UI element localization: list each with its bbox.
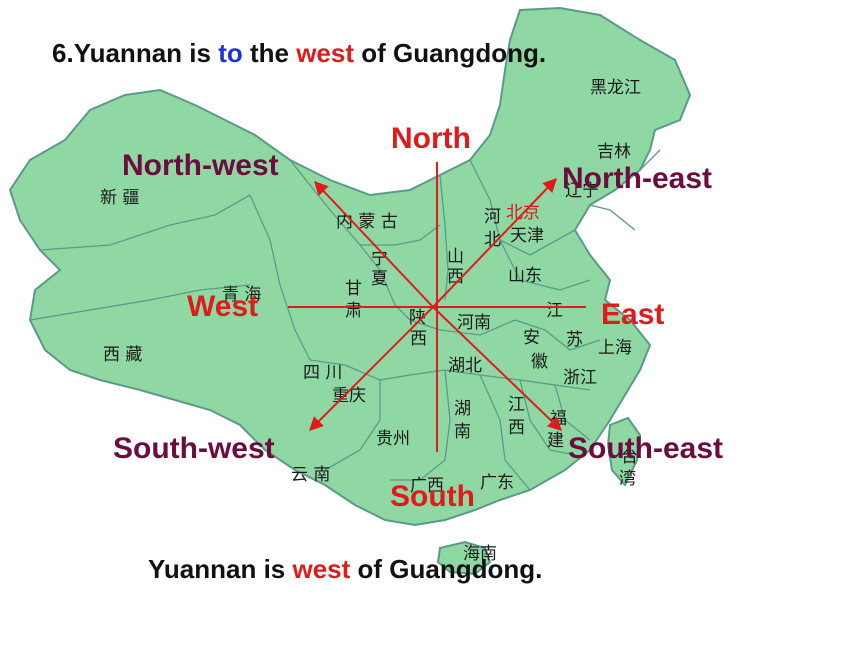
direction-label-south: South bbox=[390, 480, 475, 513]
taiwan-island bbox=[606, 416, 642, 487]
province-label-jiangxi-2: 西 bbox=[508, 418, 525, 438]
province-label-qinghai: 青 海 bbox=[222, 285, 261, 305]
province-label-jiangxi-1: 江 bbox=[508, 395, 525, 415]
sentence-text: Yuannan is bbox=[148, 554, 293, 584]
province-label-shanxi-2: 西 bbox=[447, 267, 464, 287]
province-label-jiangsu-1: 江 bbox=[546, 301, 563, 321]
province-label-guangdong: 广东 bbox=[480, 473, 514, 493]
north-east-arrow bbox=[432, 177, 557, 308]
province-label-liaoning: 辽宁 bbox=[565, 181, 599, 201]
province-label-shaanxi-1: 陕 bbox=[409, 308, 426, 328]
province-label-jilin: 吉林 bbox=[597, 142, 631, 162]
province-label-hubei: 湖北 bbox=[448, 356, 482, 376]
province-label-shaanxi-2: 西 bbox=[410, 329, 427, 349]
province-label-fujian-2: 建 bbox=[547, 431, 564, 451]
province-label-sichuan: 四 川 bbox=[303, 363, 342, 383]
south-east-arrow bbox=[432, 306, 563, 431]
province-label-gansu-2: 肃 bbox=[345, 301, 362, 321]
province-label-taiwan-2: 湾 bbox=[619, 469, 636, 489]
province-label-chongqing: 重庆 bbox=[332, 386, 366, 406]
hainan-island bbox=[436, 540, 492, 576]
province-label-ningxia-1: 宁 bbox=[371, 249, 388, 269]
direction-label-west: West bbox=[187, 290, 259, 323]
sentence-text: of Guangdong. bbox=[354, 38, 547, 68]
direction-label-south-east: South-east bbox=[568, 432, 724, 465]
province-label-jiangsu-2: 苏 bbox=[566, 330, 583, 350]
answer-sentence: Yuannan is west of Guangdong. bbox=[148, 554, 542, 585]
province-borders bbox=[29, 149, 661, 491]
question-sentence: 6.Yuannan is to the west of Guangdong. bbox=[52, 38, 546, 69]
province-label-hebei-2: 北 bbox=[484, 230, 501, 250]
province-label-shandong: 山东 bbox=[508, 266, 542, 286]
province-label-xinjiang: 新 疆 bbox=[100, 188, 139, 208]
province-label-gansu-1: 甘 bbox=[345, 279, 362, 299]
province-label-anhui-2: 徽 bbox=[531, 352, 548, 372]
direction-label-north-west: North-west bbox=[122, 149, 279, 182]
direction-label-east: East bbox=[601, 298, 665, 331]
province-label-fujian-1: 福 bbox=[550, 409, 567, 429]
province-label-tianjin: 天津 bbox=[510, 226, 544, 246]
sentence-text: the bbox=[242, 38, 297, 68]
province-label-hainan: 海南 bbox=[463, 544, 497, 564]
question-number: 6. bbox=[52, 38, 74, 68]
highlight-to: to bbox=[218, 38, 243, 68]
province-label-yunnan: 云 南 bbox=[291, 465, 330, 485]
south-west-arrow bbox=[309, 306, 434, 431]
north-west-arrow bbox=[314, 180, 434, 308]
sentence-text: Yuannan is bbox=[73, 38, 219, 68]
province-label-hebei-1: 河 bbox=[484, 207, 501, 227]
province-label-hunan-2: 南 bbox=[454, 422, 471, 442]
province-label-zhejiang: 浙江 bbox=[563, 368, 597, 388]
province-label-shanxi-1: 山 bbox=[447, 247, 464, 267]
china-landmass bbox=[8, 6, 692, 527]
province-label-heilongjiang: 黑龙江 bbox=[590, 78, 641, 98]
compass-rose bbox=[288, 162, 586, 452]
sentence-text: of Guangdong. bbox=[350, 554, 543, 584]
province-label-xizang: 西 藏 bbox=[103, 345, 142, 365]
province-label-neimenggu: 内 蒙 古 bbox=[336, 212, 398, 232]
province-label-guangxi: 广西 bbox=[410, 476, 444, 496]
province-label-ningxia-2: 夏 bbox=[371, 269, 388, 289]
highlight-west: west bbox=[292, 554, 351, 584]
province-label-hunan-1: 湖 bbox=[454, 399, 471, 419]
province-label-taiwan-1: 台 bbox=[621, 447, 638, 467]
direction-label-north: North bbox=[391, 122, 471, 155]
direction-label-north-east: North-east bbox=[562, 162, 713, 195]
province-label-shanghai: 上海 bbox=[598, 338, 632, 358]
province-label-guizhou: 贵州 bbox=[376, 429, 410, 449]
province-label-anhui-1: 安 bbox=[523, 328, 540, 348]
direction-label-south-west: South-west bbox=[113, 432, 275, 465]
highlight-west: west bbox=[296, 38, 354, 68]
province-label-henan: 河南 bbox=[457, 313, 491, 333]
